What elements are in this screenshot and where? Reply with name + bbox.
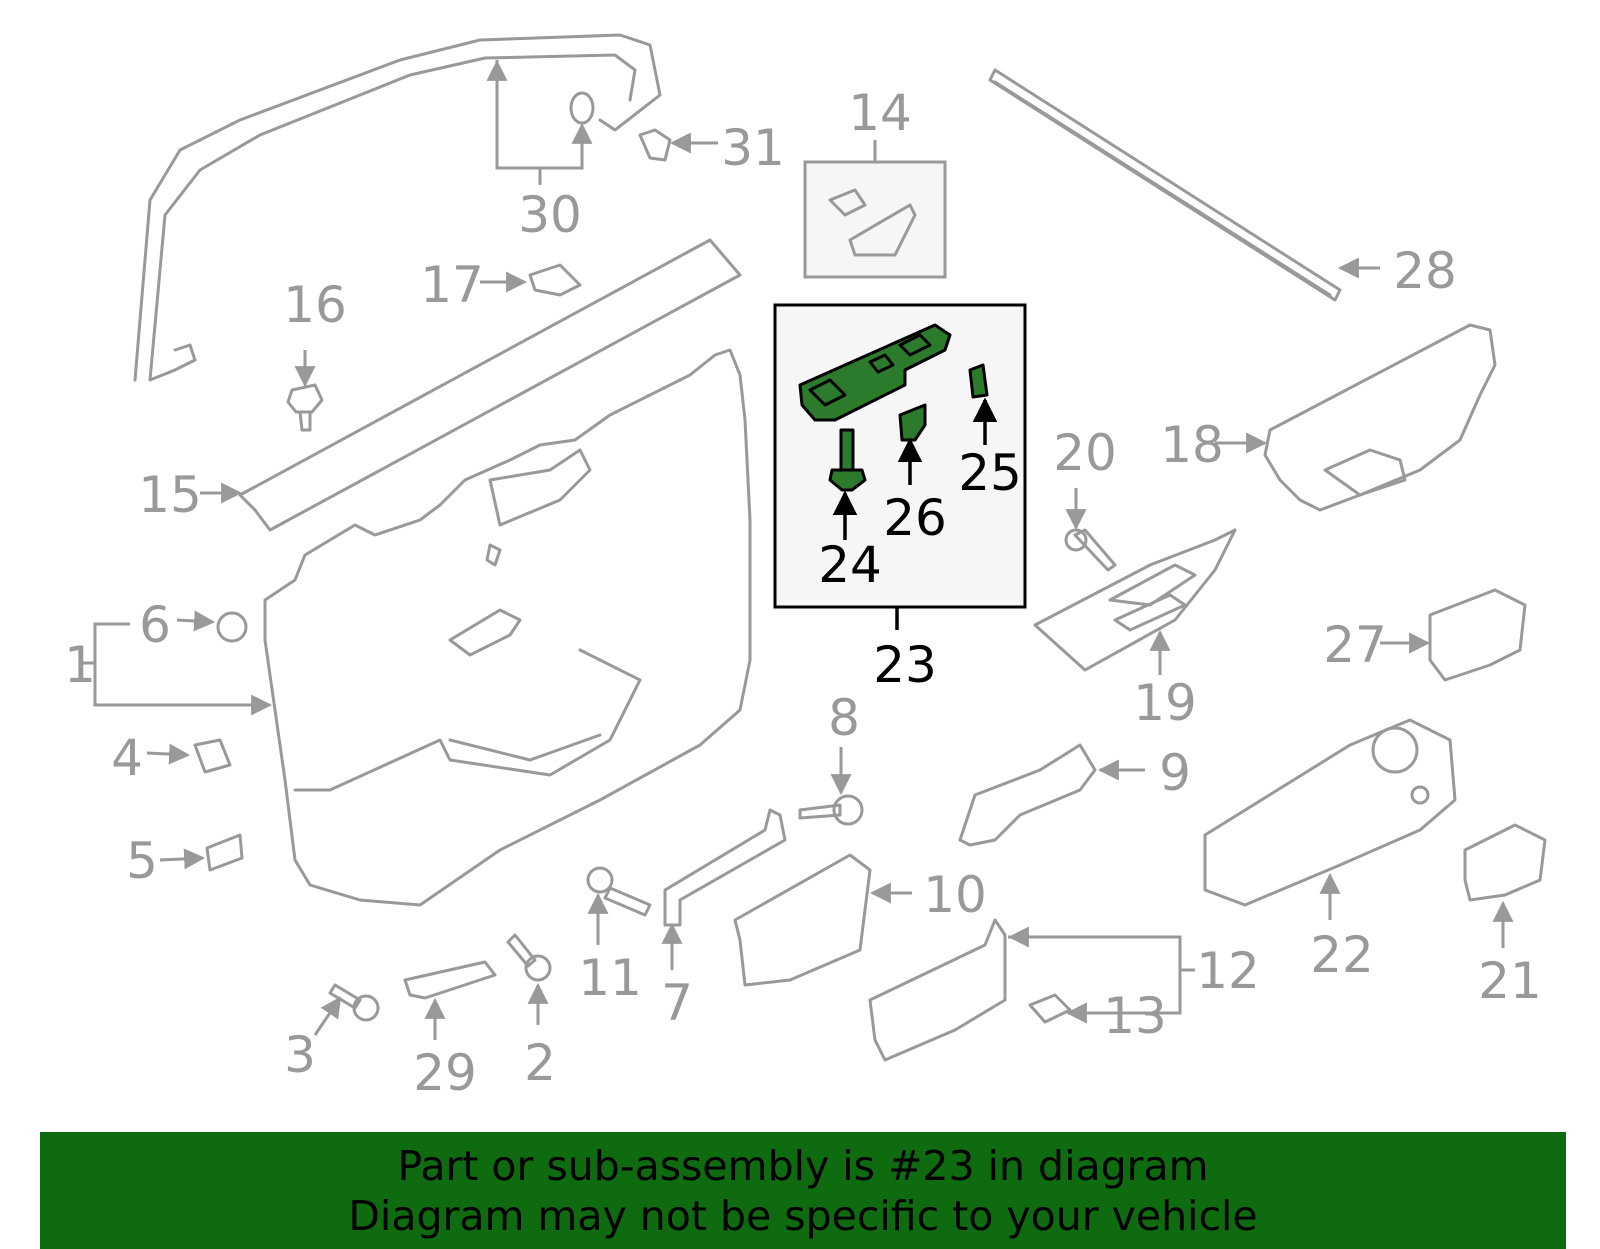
callout-29: 29 (413, 1044, 477, 1102)
callout-7: 7 (661, 974, 693, 1032)
callout-20: 20 (1053, 424, 1117, 482)
banner-line-1: Part or sub-assembly is #23 in diagram (397, 1141, 1209, 1190)
callout-16: 16 (283, 276, 347, 334)
callout-11: 11 (578, 949, 642, 1007)
callout-6: 6 (139, 596, 171, 654)
leader-lines (80, 59, 1514, 1040)
banner-line-2: Diagram may not be specific to your vehi… (348, 1191, 1258, 1240)
callout-31: 31 (721, 119, 785, 177)
callout-2: 2 (524, 1034, 556, 1092)
callout-30: 30 (518, 186, 582, 244)
callout-15: 15 (138, 466, 202, 524)
info-banner-background (40, 1132, 1566, 1249)
callout-17: 17 (420, 256, 484, 314)
info-banner: Part or sub-assembly is #23 in diagram D… (40, 1132, 1566, 1249)
bracket-part-10 (733, 853, 872, 987)
leader-lines-highlight (832, 397, 998, 630)
bracket-part-12 (868, 918, 1007, 1062)
callout-26: 26 (883, 489, 947, 547)
callout-25: 25 (958, 444, 1022, 502)
callout-8: 8 (828, 689, 860, 747)
inset-box-14 (803, 160, 947, 279)
clip-highlight-26 (898, 403, 927, 442)
callout-21: 21 (1478, 952, 1542, 1010)
callout-22: 22 (1310, 926, 1374, 984)
callout-24: 24 (818, 536, 882, 594)
callout-5: 5 (126, 832, 158, 890)
callout-3: 3 (284, 1026, 316, 1084)
callout-1: 1 (64, 636, 96, 694)
callout-27: 27 (1323, 616, 1387, 674)
callout-12: 12 (1196, 942, 1260, 1000)
callout-23: 23 (873, 636, 937, 694)
door-trim-panel-part (263, 348, 752, 907)
window-switch-highlight (798, 323, 952, 422)
screw-highlight-24 (828, 428, 867, 492)
callout-9: 9 (1159, 744, 1191, 802)
callout-14: 14 (848, 84, 912, 142)
callout-labels: 1 2 3 4 5 6 7 8 9 10 11 12 13 14 15 16 1… (64, 84, 1542, 1102)
small-parts (193, 91, 1547, 1024)
callout-13: 13 (1103, 987, 1167, 1045)
handle-cover-part (1033, 528, 1237, 672)
window-frame-part (133, 33, 662, 382)
callout-10: 10 (923, 866, 987, 924)
callout-18: 18 (1160, 416, 1224, 474)
weatherstrip-part (988, 68, 1342, 302)
bracket-part-7 (663, 808, 787, 927)
latch-part-22 (1203, 718, 1457, 907)
handle-bezel-part (1263, 323, 1497, 512)
clip-highlight-25 (968, 363, 989, 399)
inner-handle-part (958, 743, 1097, 847)
callout-19: 19 (1133, 674, 1197, 732)
callout-4: 4 (111, 729, 143, 787)
belt-moulding-part (238, 238, 742, 532)
callout-28: 28 (1393, 242, 1457, 300)
